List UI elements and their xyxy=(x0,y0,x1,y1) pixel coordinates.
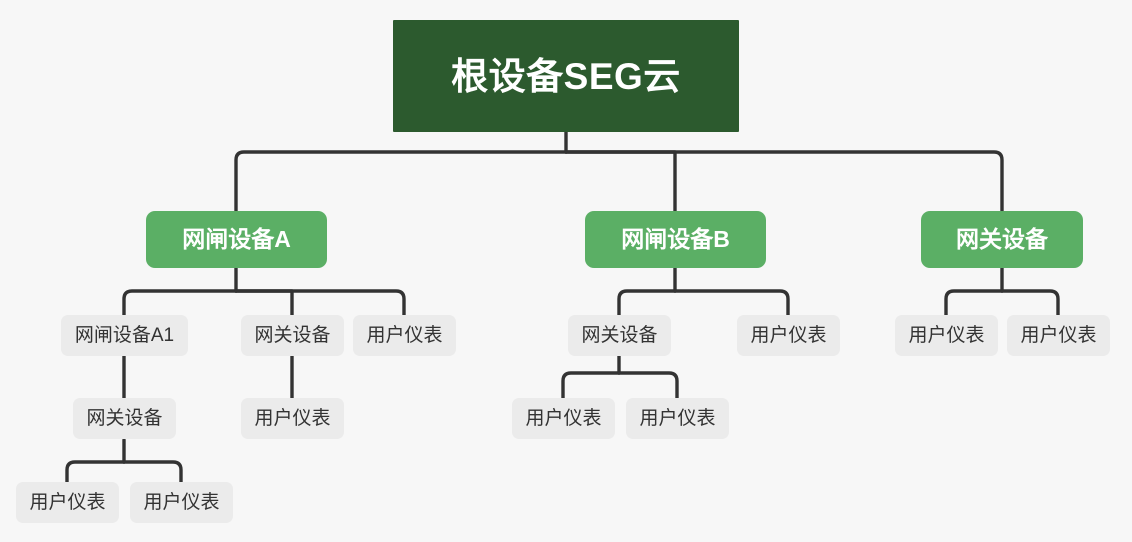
node-b-gateway-device[interactable]: 网关设备 xyxy=(568,315,671,356)
node-a-gateway-device[interactable]: 网关设备 xyxy=(241,315,344,356)
edge-bc1-to-g1 xyxy=(561,371,621,400)
node-a-gateway-device-label: 网关设备 xyxy=(254,325,331,346)
node-root-seg-cloud[interactable]: 根设备SEG云 xyxy=(393,20,739,132)
node-b-user-meter-label: 用户仪表 xyxy=(750,325,827,346)
edge-l2a-to-c2 xyxy=(234,289,294,317)
node-a1-gateway-user-meter-2[interactable]: 用户仪表 xyxy=(130,482,233,523)
node-gate-device-b-label: 网闸设备B xyxy=(621,226,730,252)
node-gateway-device-top-label: 网关设备 xyxy=(956,226,1048,252)
edge-root-to-l2c xyxy=(564,150,1004,213)
node-c-user-meter-1-label: 用户仪表 xyxy=(908,325,985,346)
node-a1-gateway-user-meter-1[interactable]: 用户仪表 xyxy=(16,482,119,523)
node-a1-gateway-user-meter-2-label: 用户仪表 xyxy=(143,492,220,513)
edge-acg1-to-h2 xyxy=(122,460,183,484)
node-b-gateway-user-meter-2[interactable]: 用户仪表 xyxy=(626,398,729,439)
node-b-gateway-user-meter-1-label: 用户仪表 xyxy=(525,408,602,429)
node-gate-device-a1-label: 网闸设备A1 xyxy=(74,325,175,346)
node-a-gateway-user-meter[interactable]: 用户仪表 xyxy=(241,398,344,439)
node-gate-device-a-label: 网闸设备A xyxy=(182,226,291,252)
node-a1-gateway-device-label: 网关设备 xyxy=(86,408,163,429)
node-gate-device-a1[interactable]: 网闸设备A1 xyxy=(61,315,188,356)
edge-l2a-to-c1 xyxy=(122,289,238,317)
node-gate-device-b[interactable]: 网闸设备B xyxy=(585,211,766,268)
node-a-user-meter-label: 用户仪表 xyxy=(366,325,443,346)
edge-l2b-to-c2 xyxy=(673,289,790,317)
edge-bc1-to-g2 xyxy=(617,371,679,400)
node-a-gateway-user-meter-label: 用户仪表 xyxy=(254,408,331,429)
node-a-user-meter[interactable]: 用户仪表 xyxy=(353,315,456,356)
node-c-user-meter-1[interactable]: 用户仪表 xyxy=(895,315,998,356)
edge-l2c-to-c2 xyxy=(1000,289,1060,317)
node-b-gateway-device-label: 网关设备 xyxy=(581,325,658,346)
edge-l2c-to-c1 xyxy=(944,289,1004,317)
node-c-user-meter-2-label: 用户仪表 xyxy=(1020,325,1097,346)
node-c-user-meter-2[interactable]: 用户仪表 xyxy=(1007,315,1110,356)
node-gateway-device-top[interactable]: 网关设备 xyxy=(921,211,1083,268)
node-a1-gateway-device[interactable]: 网关设备 xyxy=(73,398,176,439)
edge-acg1-to-h1 xyxy=(65,460,126,484)
node-b-gateway-user-meter-1[interactable]: 用户仪表 xyxy=(512,398,615,439)
edge-l2b-to-c1 xyxy=(617,289,677,317)
node-b-gateway-user-meter-2-label: 用户仪表 xyxy=(639,408,716,429)
edge-root-to-l2b xyxy=(564,150,677,213)
node-a1-gateway-user-meter-1-label: 用户仪表 xyxy=(29,492,106,513)
edge-root-to-l2a xyxy=(234,150,568,213)
node-root-label: 根设备SEG云 xyxy=(451,55,681,97)
node-gate-device-a[interactable]: 网闸设备A xyxy=(146,211,327,268)
node-b-user-meter[interactable]: 用户仪表 xyxy=(737,315,840,356)
edge-l2a-to-c3 xyxy=(234,289,406,317)
